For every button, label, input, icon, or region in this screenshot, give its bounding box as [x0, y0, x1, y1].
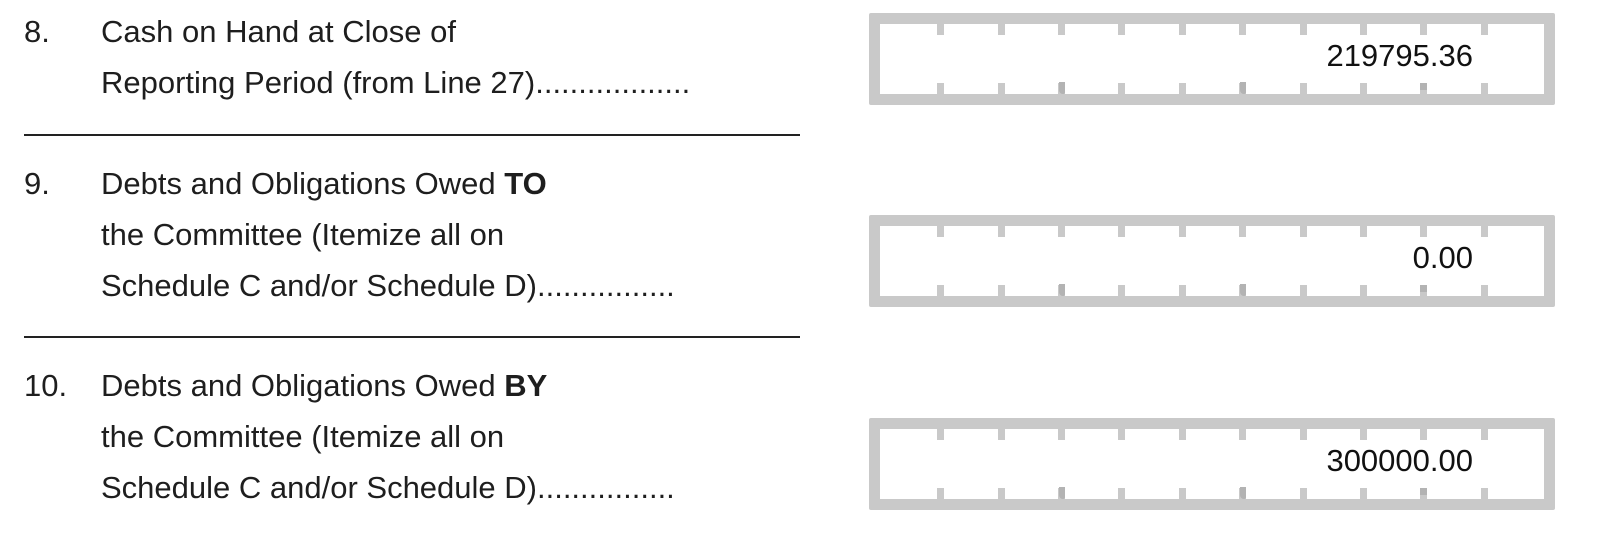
- digit-tick-bottom: [1481, 285, 1488, 296]
- digit-tick-bottom: [1481, 83, 1488, 94]
- divider: [24, 336, 800, 338]
- digit-tick-bottom: [937, 285, 944, 296]
- digit-tick-top: [1360, 24, 1367, 35]
- debts-owed-to-field[interactable]: 0.00: [869, 215, 1555, 307]
- digit-tick-bottom: [1300, 83, 1307, 94]
- line-label: Cash on Hand at Close of Reporting Perio…: [101, 6, 690, 108]
- digit-tick-bottom: [1118, 285, 1125, 296]
- line-number: 10.: [24, 368, 68, 403]
- digit-tick-bottom: [1481, 488, 1488, 499]
- field-value: 219795.36: [1326, 38, 1473, 73]
- digit-tick-bottom: [1118, 83, 1125, 94]
- label-text: Reporting Period (from Line 27): [101, 65, 536, 100]
- digit-tick-top: [1239, 226, 1246, 237]
- debts-owed-by-field[interactable]: 300000.00: [869, 418, 1555, 510]
- field-value: 0.00: [1412, 240, 1473, 275]
- label-text: the Committee (Itemize all on: [101, 419, 505, 454]
- digit-tick-bottom: [998, 488, 1005, 499]
- digit-tick-top: [1481, 24, 1488, 35]
- digit-tick-top: [998, 429, 1005, 440]
- label-text: Schedule C and/or Schedule D): [101, 268, 537, 303]
- field-box: [880, 24, 1544, 94]
- digit-tick-bottom: [1360, 488, 1367, 499]
- digit-tick-top: [1058, 24, 1065, 35]
- digit-tick-top: [1118, 24, 1125, 35]
- digit-tick-bottom: [1300, 488, 1307, 499]
- label-text: Cash on Hand at Close of: [101, 14, 456, 49]
- digit-tick-bottom: [1360, 285, 1367, 296]
- digit-tick-top: [1118, 429, 1125, 440]
- digit-tick-top: [1420, 24, 1427, 35]
- thousands-separator-mark: [1240, 284, 1246, 296]
- leader-dots: ................: [536, 470, 675, 505]
- line-label: Debts and Obligations Owed BY the Commit…: [101, 360, 675, 513]
- digit-tick-bottom: [1118, 488, 1125, 499]
- digit-tick-top: [937, 24, 944, 35]
- digit-tick-bottom: [1179, 285, 1186, 296]
- digit-tick-bottom: [937, 488, 944, 499]
- decimal-point-mark: [1420, 488, 1427, 495]
- digit-tick-top: [1239, 24, 1246, 35]
- label-text: the Committee (Itemize all on: [101, 217, 505, 252]
- label-bold-text: BY: [504, 368, 548, 403]
- digit-tick-top: [998, 24, 1005, 35]
- divider: [24, 134, 800, 136]
- digit-tick-bottom: [998, 83, 1005, 94]
- label-text: Debts and Obligations Owed: [101, 166, 505, 201]
- thousands-separator-mark: [1059, 82, 1065, 94]
- thousands-separator-mark: [1240, 487, 1246, 499]
- thousands-separator-mark: [1240, 82, 1246, 94]
- thousands-separator-mark: [1059, 284, 1065, 296]
- leader-dots: ................: [536, 268, 675, 303]
- digit-tick-top: [1420, 226, 1427, 237]
- digit-tick-bottom: [1179, 488, 1186, 499]
- label-text: Schedule C and/or Schedule D): [101, 470, 537, 505]
- digit-tick-top: [1300, 24, 1307, 35]
- digit-tick-top: [1481, 429, 1488, 440]
- digit-tick-bottom: [1300, 285, 1307, 296]
- digit-tick-top: [1179, 226, 1186, 237]
- digit-tick-top: [1481, 226, 1488, 237]
- digit-tick-top: [1360, 429, 1367, 440]
- decimal-point-mark: [1420, 83, 1427, 90]
- label-text: Debts and Obligations Owed: [101, 368, 505, 403]
- digit-tick-top: [1118, 226, 1125, 237]
- decimal-point-mark: [1420, 285, 1427, 292]
- field-box: [880, 226, 1544, 296]
- digit-tick-top: [1300, 429, 1307, 440]
- digit-tick-top: [1179, 24, 1186, 35]
- digit-tick-top: [1420, 429, 1427, 440]
- digit-tick-top: [937, 429, 944, 440]
- label-bold-text: TO: [504, 166, 547, 201]
- leader-dots: ..................: [535, 65, 691, 100]
- digit-tick-top: [1300, 226, 1307, 237]
- digit-tick-top: [1360, 226, 1367, 237]
- digit-tick-top: [1058, 429, 1065, 440]
- digit-tick-top: [937, 226, 944, 237]
- line-label: Debts and Obligations Owed TO the Commit…: [101, 158, 675, 311]
- digit-tick-bottom: [1179, 83, 1186, 94]
- line-number: 8.: [24, 14, 50, 49]
- thousands-separator-mark: [1059, 487, 1065, 499]
- digit-tick-bottom: [937, 83, 944, 94]
- digit-tick-top: [998, 226, 1005, 237]
- digit-tick-top: [1239, 429, 1246, 440]
- field-value: 300000.00: [1326, 443, 1473, 478]
- cash-on-hand-field[interactable]: 219795.36: [869, 13, 1555, 105]
- digit-tick-top: [1058, 226, 1065, 237]
- digit-tick-top: [1179, 429, 1186, 440]
- digit-tick-bottom: [1360, 83, 1367, 94]
- field-box: [880, 429, 1544, 499]
- digit-tick-bottom: [998, 285, 1005, 296]
- line-number: 9.: [24, 166, 50, 201]
